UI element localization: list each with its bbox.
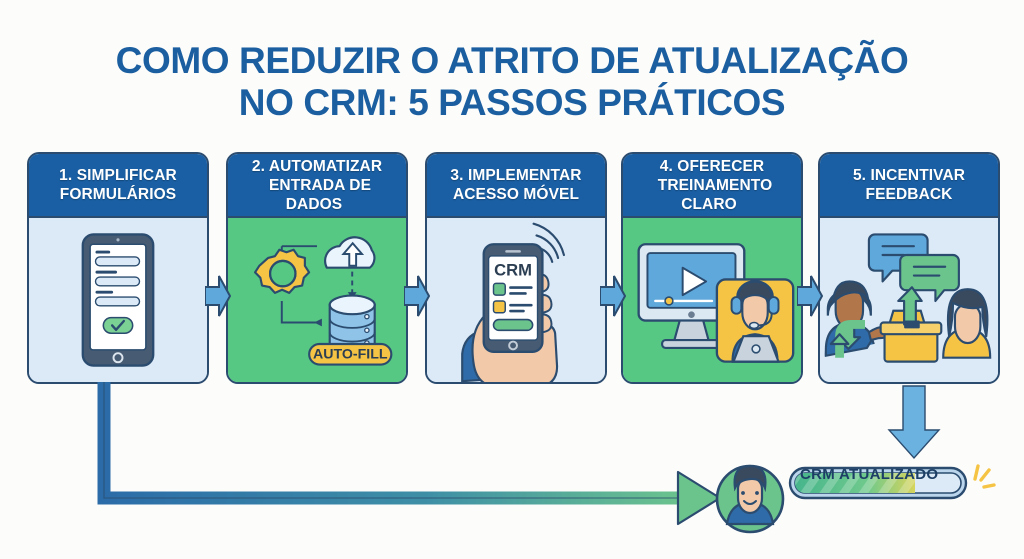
- step-card-3-header: 3. IMPLEMENTAR ACESSO MÓVEL: [427, 154, 605, 218]
- automation-gear-cloud-database-icon: AUTO-FILL: [254, 236, 393, 366]
- step-card-2-header: 2. AUTOMATIZAR ENTRADA DE DADOS: [228, 154, 406, 218]
- step-card-2-title: 2. AUTOMATIZAR ENTRADA DE DADOS: [228, 157, 406, 214]
- step-card-4-title-line2: TREINAMENTO CLARO: [657, 176, 773, 213]
- arrow-step1-to-step2: [205, 274, 231, 318]
- step-card-3-title: 3. IMPLEMENTAR ACESSO MÓVEL: [438, 166, 593, 204]
- phone-crm-label: CRM: [494, 261, 532, 280]
- step-card-1-illustration: [29, 218, 207, 382]
- step-card-5-title-line2: FEEDBACK: [865, 186, 953, 203]
- step-card-3[interactable]: 3. IMPLEMENTAR ACESSO MÓVEL: [425, 152, 607, 384]
- crm-progress-bar-fill: [795, 473, 915, 493]
- chat-bubble-green-icon: [899, 253, 960, 303]
- step-card-4-title: 4. OFERECER TREINAMENTO CLARO: [623, 157, 801, 214]
- tablet-form-icon: [81, 233, 155, 367]
- training-video-and-agent-icon: [637, 243, 795, 363]
- arrow-step4-to-step5: [797, 274, 823, 318]
- step-card-4-title-line1: 4. OFERECER: [659, 157, 765, 175]
- arrow-step2-to-step3: [404, 274, 430, 318]
- support-agent-card-icon: [715, 278, 795, 363]
- step-card-2-title-line1: 2. AUTOMATIZAR: [251, 157, 383, 175]
- step-card-1-title-line2: FORMULÁRIOS: [59, 186, 177, 203]
- step-card-4[interactable]: 4. OFERECER TREINAMENTO CLARO: [621, 152, 803, 384]
- step-card-2-illustration: AUTO-FILL: [228, 218, 406, 382]
- arrow-step5-down-to-result: [887, 385, 941, 460]
- step-card-5[interactable]: 5. INCENTIVAR FEEDBACK: [818, 152, 1000, 384]
- step-card-1-header: 1. SIMPLIFICAR FORMULÁRIOS: [29, 154, 207, 218]
- bottom-flow-layer: [0, 380, 1024, 559]
- gear-icon: [254, 248, 311, 294]
- step-card-4-illustration: [623, 218, 801, 382]
- cloud-upload-icon: [324, 236, 376, 269]
- arrow-step3-to-step4: [600, 274, 626, 318]
- person-right-icon: [942, 288, 992, 359]
- arrow-step1-loop-to-result: [97, 382, 722, 526]
- step-card-5-title-line1: 5. INCENTIVAR: [852, 167, 966, 184]
- crm-progress-bar: [788, 466, 968, 500]
- page-title: COMO REDUZIR O ATRITO DE ATUALIZAÇÃO NO …: [0, 40, 1024, 124]
- step-card-5-illustration: [820, 218, 998, 382]
- step-card-1[interactable]: 1. SIMPLIFICAR FORMULÁRIOS: [27, 152, 209, 384]
- step-card-1-title-line1: 1. SIMPLIFICAR: [59, 167, 177, 184]
- step-card-4-header: 4. OFERECER TREINAMENTO CLARO: [623, 154, 801, 218]
- step-card-1-title: 1. SIMPLIFICAR FORMULÁRIOS: [47, 166, 189, 204]
- result-avatar: [715, 464, 785, 534]
- auto-fill-badge-label: AUTO-FILL: [313, 347, 388, 363]
- feedback-box-icon: [829, 286, 943, 363]
- step-card-5-header: 5. INCENTIVAR FEEDBACK: [820, 154, 998, 218]
- step-card-3-illustration: CRM: [427, 218, 605, 382]
- feedback-people-icon: [824, 233, 992, 363]
- hand-holding-phone-icon: CRM: [461, 222, 565, 382]
- step-card-5-title: 5. INCENTIVAR FEEDBACK: [841, 166, 977, 204]
- step-card-3-title-line2: ACESSO MÓVEL: [452, 186, 580, 203]
- step-card-2-title-line2: ENTRADA DE DADOS: [268, 176, 372, 213]
- crm-status-label: CRM ATUALIZADO: [800, 466, 939, 483]
- title-line-2: NO CRM: 5 PASSOS PRÁTICOS: [238, 82, 786, 123]
- step-card-3-title-line1: 3. IMPLEMENTAR: [450, 167, 582, 184]
- step-card-2[interactable]: 2. AUTOMATIZAR ENTRADA DE DADOS: [226, 152, 408, 384]
- yellow-sparkle-icon: [973, 464, 996, 489]
- title-line-1: COMO REDUZIR O ATRITO DE ATUALIZAÇÃO: [115, 40, 909, 81]
